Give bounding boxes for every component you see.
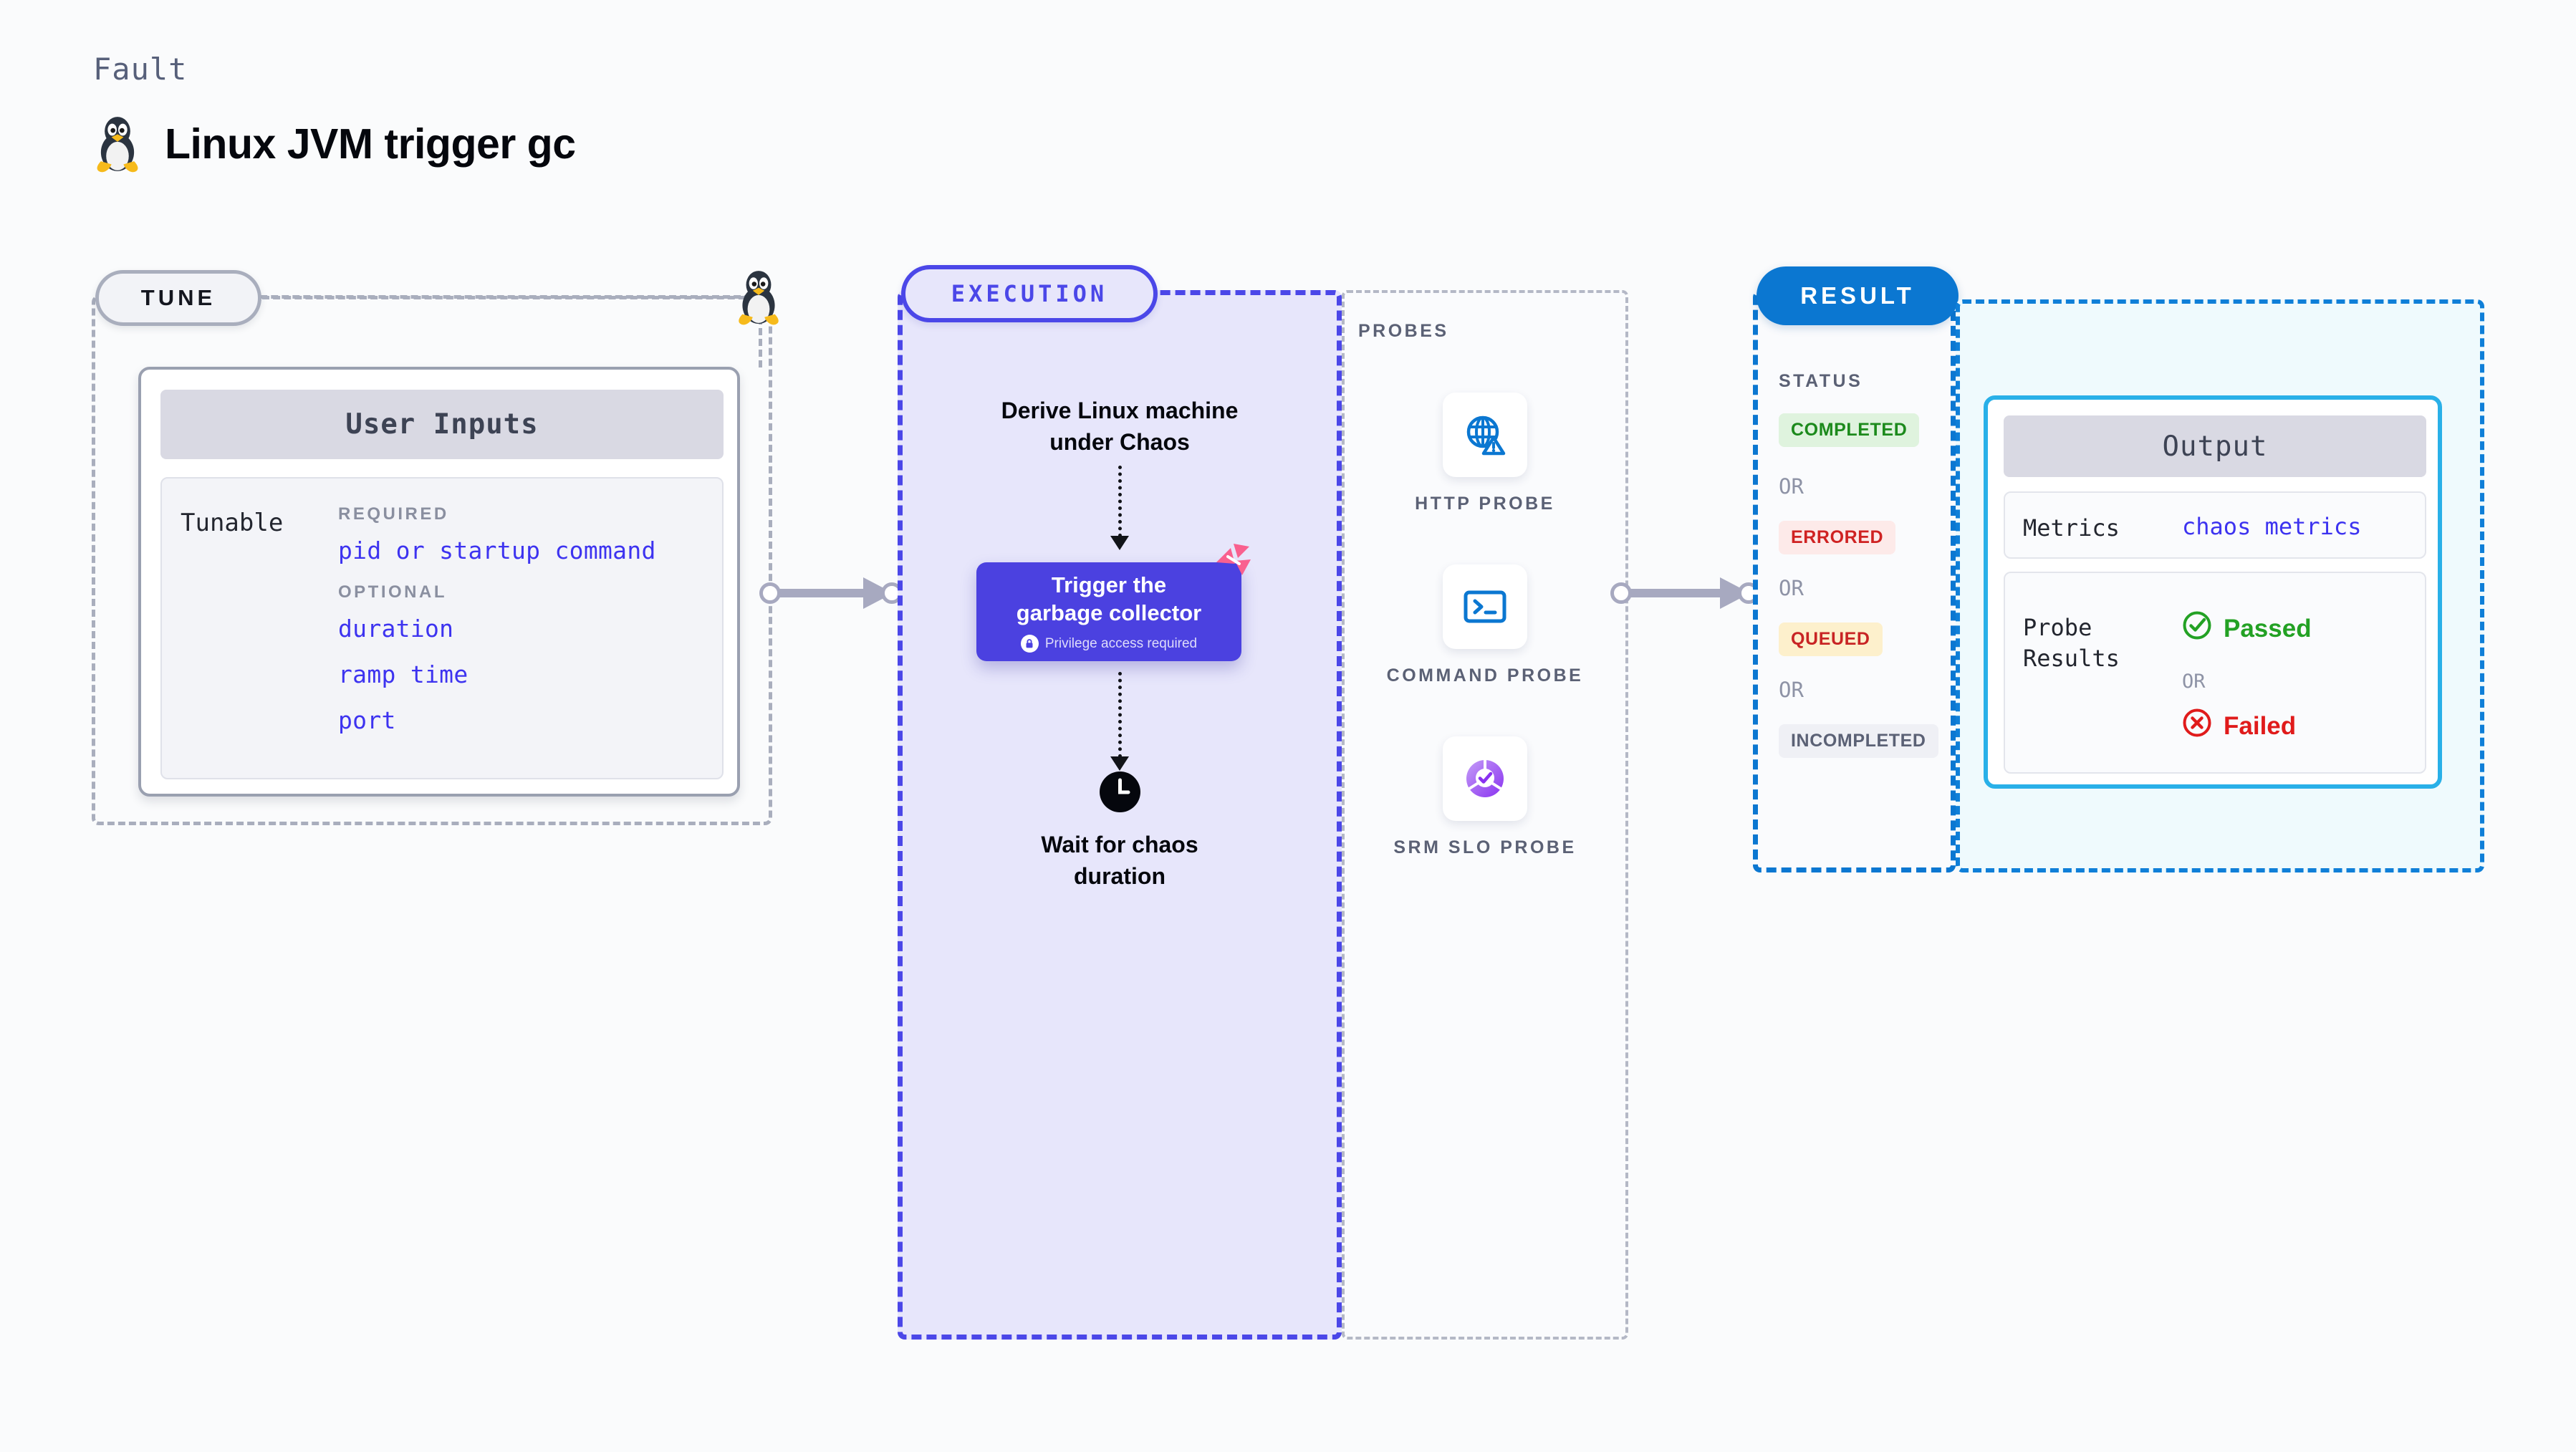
connector-tune-to-execution xyxy=(759,577,903,609)
probes-title: PROBES xyxy=(1358,321,1449,341)
tux-linux-node-icon xyxy=(735,269,782,330)
metrics-key: Metrics xyxy=(2023,514,2120,542)
execution-step-derive: Derive Linux machine under Chaos xyxy=(1001,398,1239,455)
user-inputs-card: User Inputs Tunable REQUIRED pid or star… xyxy=(138,367,740,797)
output-card: Output Metrics chaos metrics Probe Resul… xyxy=(1984,395,2442,789)
clock-icon xyxy=(1100,771,1140,816)
verdict-failed: Failed xyxy=(2182,708,2296,744)
user-inputs-header: User Inputs xyxy=(160,390,724,459)
x-circle-icon xyxy=(2182,708,2212,744)
chaos-logo-mark-icon xyxy=(1213,542,1254,583)
status-or-1: OR xyxy=(1779,474,1804,499)
output-row-metrics: Metrics chaos metrics xyxy=(2004,491,2426,559)
metrics-value[interactable]: chaos metrics xyxy=(2182,513,2362,540)
tunable-item-duration[interactable]: duration xyxy=(338,615,454,643)
execution-arrow-1 xyxy=(1118,466,1122,537)
check-circle-icon xyxy=(2182,610,2212,647)
status-or-2: OR xyxy=(1779,576,1804,600)
tune-connector-vline xyxy=(759,296,762,367)
group-label-optional: OPTIONAL xyxy=(338,582,447,602)
execution-arrow-2-head xyxy=(1110,756,1129,771)
probe-command[interactable]: COMMAND PROBE xyxy=(1342,564,1628,688)
execution-card-title: Trigger the garbage collector xyxy=(1016,572,1202,625)
status-or-3: OR xyxy=(1779,678,1804,702)
output-header: Output xyxy=(2004,415,2426,477)
status-badge-errored: ERRORED xyxy=(1779,521,1896,554)
page-title-row: Linux JVM trigger gc xyxy=(93,115,576,173)
verdict-failed-label: Failed xyxy=(2224,711,2297,740)
execution-step-wait: Wait for chaos duration xyxy=(1041,832,1198,889)
verdict-or: OR xyxy=(2182,670,2206,693)
tunable-groups: REQUIRED pid or startup command OPTIONAL… xyxy=(338,504,711,752)
probe-results-key: Probe Results xyxy=(2023,614,2120,672)
tunable-item-ramp-time[interactable]: ramp time xyxy=(338,660,468,688)
output-row-probe-results: Probe Results Passed OR F xyxy=(2004,572,2426,774)
tune-badge[interactable]: TUNE xyxy=(95,270,261,326)
tunable-item-pid[interactable]: pid or startup command xyxy=(338,537,656,564)
tunable-label: Tunable xyxy=(181,509,284,537)
status-title: STATUS xyxy=(1779,371,1863,391)
probe-srm-slo[interactable]: SRM SLO PROBE xyxy=(1342,736,1628,860)
execution-arrow-1-head xyxy=(1110,536,1129,550)
result-badge[interactable]: RESULT xyxy=(1756,266,1959,325)
connector-execution-to-result xyxy=(1610,577,1761,609)
verdict-passed: Passed xyxy=(2182,610,2312,647)
execution-panel xyxy=(898,290,1342,1340)
privilege-notice-text: Privilege access required xyxy=(1044,635,1198,651)
page-title: Linux JVM trigger gc xyxy=(165,120,576,168)
execution-badge[interactable]: EXECUTION xyxy=(901,265,1158,322)
terminal-prompt-icon xyxy=(1443,564,1527,649)
verdict-passed-label: Passed xyxy=(2224,614,2312,643)
status-badge-queued: QUEUED xyxy=(1779,622,1883,656)
privilege-notice: Privilege access required xyxy=(1020,635,1198,653)
tunable-item-port[interactable]: port xyxy=(338,706,396,734)
execution-action-card[interactable]: Trigger the garbage collector Privilege … xyxy=(976,562,1241,661)
tune-connector-line xyxy=(262,296,756,299)
globe-warning-icon xyxy=(1443,393,1527,477)
tunable-body: Tunable REQUIRED pid or startup command … xyxy=(160,477,724,779)
group-label-required: REQUIRED xyxy=(338,504,449,524)
probe-srm-slo-label: SRM SLO PROBE xyxy=(1393,837,1577,857)
probe-command-label: COMMAND PROBE xyxy=(1386,665,1584,686)
probe-http-label: HTTP PROBE xyxy=(1415,494,1555,514)
slo-donut-check-icon xyxy=(1443,736,1527,821)
status-badge-incompleted: INCOMPLETED xyxy=(1779,724,1938,758)
execution-arrow-2 xyxy=(1118,672,1122,758)
probe-http[interactable]: HTTP PROBE xyxy=(1342,393,1628,516)
page-kicker: Fault xyxy=(93,52,188,87)
status-badge-completed: COMPLETED xyxy=(1779,413,1920,447)
tux-linux-penguin-icon xyxy=(93,115,142,173)
lock-icon xyxy=(1020,635,1039,653)
